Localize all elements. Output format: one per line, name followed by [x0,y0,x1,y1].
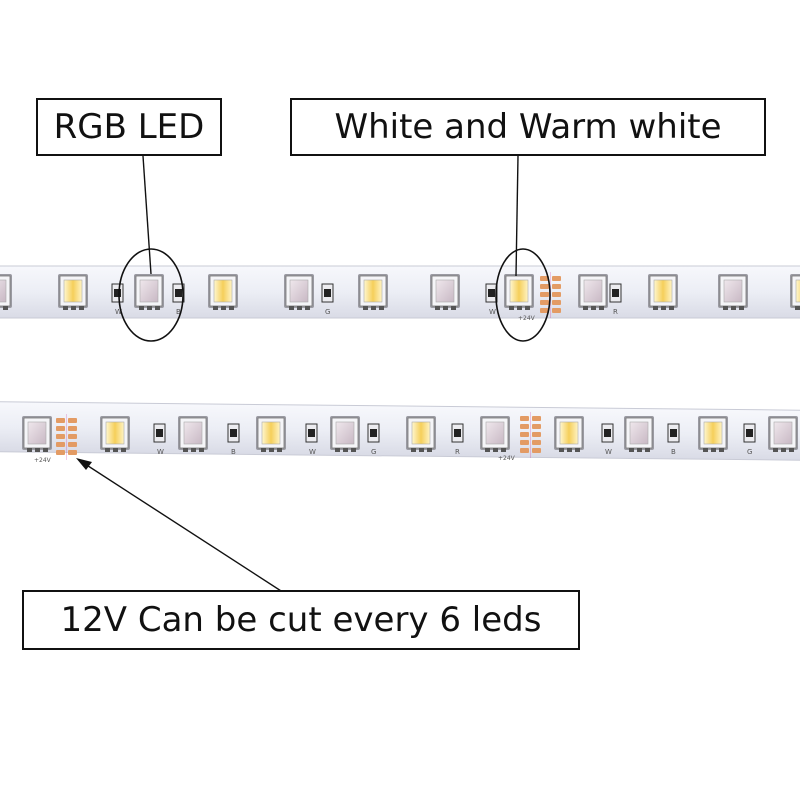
white-led-chip [504,274,534,310]
pad-label: +24V [34,457,52,464]
resistor: R [451,423,464,456]
solder-pads: +24V [518,272,561,322]
resistor-label: W [605,448,612,456]
resistor-label: R [613,308,618,316]
resistor: W [305,423,318,456]
solder-pads: +24V [498,412,541,462]
pad-label: +24V [518,315,536,322]
resistor: W [601,423,614,456]
rgb-led-chip [718,274,748,310]
cut-note-label: 12V Can be cut every 6 leds [60,600,542,640]
white-led-chip [698,416,728,452]
white-led-chip [358,274,388,310]
rgb-led-chip [284,274,314,310]
cut-point-pointer [81,461,296,601]
rgb-led-chip [178,416,208,452]
pad-label: +24V [498,455,516,462]
resistor: W [153,423,166,456]
resistor-label: G [747,448,752,456]
rgb-led-highlight-circle [118,248,184,342]
rgb-led-chip [578,274,608,310]
white-led-chip [554,416,584,452]
resistor-label: B [671,448,676,456]
upper-strip-components: W B G W R +24V [0,272,800,322]
rgb-led-label: RGB LED [53,107,205,147]
solder-pads: +24V [34,414,77,464]
resistor-label: R [455,448,460,456]
resistor-label: G [325,308,330,316]
white-led-chip [256,416,286,452]
resistor-label: B [231,448,236,456]
resistor-label: W [115,308,122,316]
rgb-led-callout: RGB LED [36,98,222,156]
upper-strip: W B G W R +24V [0,265,800,322]
rgb-led-chip [480,416,510,452]
resistor: R [609,283,622,316]
resistor: W [111,283,124,316]
cut-note-callout: 12V Can be cut every 6 leds [22,590,580,650]
resistor: W [485,283,498,316]
resistor: G [743,423,756,456]
resistor: B [227,423,240,456]
rgb-led-chip [134,274,164,310]
rgb-led-chip [624,416,654,452]
white-led-chip [648,274,678,310]
resistor: B [667,423,680,456]
lower-strip-components: W B W G R W B G +24V +24V [22,412,798,464]
resistor-label: G [371,448,376,456]
resistor: B [172,283,185,316]
resistor-label: W [489,308,496,316]
white-led-chip [208,274,238,310]
white-led-chip [58,274,88,310]
white-led-chip [100,416,130,452]
resistor-label: W [309,448,316,456]
rgb-led-chip [0,274,12,310]
white-warm-callout: White and Warm white [290,98,766,156]
resistor-label: B [176,308,181,316]
resistor: G [321,283,334,316]
rgb-led-chip [768,416,798,452]
rgb-led-pointer [142,155,152,275]
cut-point-arrowhead [76,458,92,470]
resistor-label: W [157,448,164,456]
lower-strip: W B W G R W B G +24V +24V [0,401,800,464]
white-led-chip [790,274,800,310]
white-led-pointer [515,155,519,277]
white-led-chip [406,416,436,452]
white-led-highlight-circle [495,248,551,342]
rgb-led-chip [330,416,360,452]
white-warm-label: White and Warm white [334,107,722,147]
rgb-led-chip [22,416,52,452]
resistor: G [367,423,380,456]
rgb-led-chip [430,274,460,310]
